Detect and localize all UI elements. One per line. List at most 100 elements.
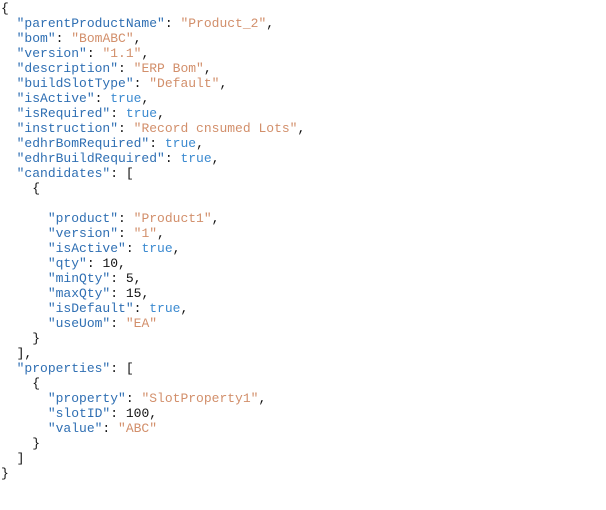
json-punctuation: , [203, 61, 212, 76]
code-line: "value": "ABC" [1, 421, 305, 436]
json-punctuation: , [133, 271, 142, 286]
code-line: "isRequired": true, [1, 106, 305, 121]
json-number-value: 5 [125, 271, 134, 286]
code-line: "properties": [ [1, 361, 305, 376]
json-punctuation: , [149, 406, 158, 421]
json-key: "properties" [16, 361, 111, 376]
json-punctuation: : [110, 286, 126, 301]
json-punctuation: , [297, 121, 306, 136]
json-key: "isRequired" [16, 106, 111, 121]
json-string-value: "Product1" [133, 211, 212, 226]
json-key: "instruction" [16, 121, 119, 136]
json-punctuation: , [118, 256, 126, 271]
json-punctuation: { [1, 1, 9, 16]
json-punctuation: : [86, 256, 103, 271]
code-line: { [1, 181, 305, 196]
json-key: "edhrBuildRequired" [16, 151, 165, 166]
code-line: } [1, 436, 305, 451]
json-punctuation: ] [16, 451, 25, 466]
json-punctuation: , [258, 391, 267, 406]
json-key: "description" [16, 61, 119, 76]
json-string-value: "BomABC" [71, 31, 134, 46]
json-punctuation: { [32, 376, 41, 391]
json-punctuation: : [110, 406, 126, 421]
json-punctuation: , [211, 211, 220, 226]
json-punctuation: , [180, 301, 189, 316]
json-punctuation: , [219, 76, 228, 91]
json-punctuation: , [196, 136, 204, 151]
json-punctuation: , [141, 46, 150, 61]
json-key: "property" [47, 391, 126, 406]
json-key: "version" [16, 46, 87, 61]
json-code-view: { "parentProductName": "Product_2", "bom… [1, 1, 305, 481]
json-key: "isActive" [47, 241, 126, 256]
json-punctuation: } [32, 436, 41, 451]
json-string-value: "ABC" [118, 421, 158, 436]
code-line: "minQty": 5, [1, 271, 305, 286]
code-line: "qty": 10, [1, 256, 305, 271]
code-line: "isDefault": true, [1, 301, 305, 316]
code-line: ], [1, 346, 305, 361]
json-punctuation: , [172, 241, 181, 256]
code-line [1, 196, 305, 211]
json-punctuation: : [118, 61, 134, 76]
json-string-value: "1.1" [102, 46, 142, 61]
json-punctuation: , [157, 106, 165, 121]
json-punctuation: : [110, 106, 126, 121]
code-line: "version": "1.1", [1, 46, 305, 61]
json-punctuation: , [141, 91, 150, 106]
json-punctuation: : [118, 121, 134, 136]
json-punctuation: , [141, 286, 150, 301]
code-line: "isActive": true, [1, 241, 305, 256]
json-punctuation: : [125, 391, 142, 406]
json-key: "isActive" [16, 91, 95, 106]
json-boolean-value: true [164, 136, 197, 151]
code-line: } [1, 331, 305, 346]
json-boolean-value: true [149, 301, 181, 316]
json-key: "value" [47, 421, 103, 436]
code-line: "edhrBuildRequired": true, [1, 151, 305, 166]
json-punctuation: , [266, 16, 275, 31]
json-punctuation: : [ [110, 361, 134, 376]
json-punctuation: : [149, 136, 165, 151]
code-line: { [1, 1, 305, 16]
json-string-value: "Product_2" [180, 16, 267, 31]
json-punctuation: : [86, 46, 103, 61]
json-punctuation: : [118, 226, 134, 241]
json-string-value: "1" [133, 226, 158, 241]
code-line: "isActive": true, [1, 91, 305, 106]
code-line: "instruction": "Record cnsumed Lots", [1, 121, 306, 136]
code-line: "buildSlotType": "Default", [1, 76, 305, 91]
json-key: "useUom" [47, 316, 111, 331]
json-punctuation: , [133, 31, 142, 46]
json-punctuation: { [32, 181, 41, 196]
json-punctuation: , [157, 226, 165, 241]
json-boolean-value: true [110, 91, 142, 106]
json-punctuation: : [133, 301, 150, 316]
code-line: { [1, 376, 305, 391]
code-line: "product": "Product1", [1, 211, 305, 226]
code-line: } [1, 466, 305, 481]
code-line: "edhrBomRequired": true, [1, 136, 305, 151]
json-punctuation: } [1, 466, 9, 481]
json-string-value: "ERP Bom" [133, 61, 204, 76]
json-key: "version" [47, 226, 119, 241]
json-string-value: "SlotProperty1" [141, 391, 259, 406]
code-line: "candidates": [ [1, 166, 305, 181]
code-line: "maxQty": 15, [1, 286, 305, 301]
code-line: "parentProductName": "Product_2", [1, 16, 305, 31]
code-line: "description": "ERP Bom", [1, 61, 305, 76]
json-key: "parentProductName" [16, 16, 165, 31]
json-punctuation: : [110, 316, 126, 331]
json-punctuation: : [ [110, 166, 134, 181]
json-boolean-value: true [141, 241, 173, 256]
json-punctuation: : [118, 211, 134, 226]
json-punctuation: : [164, 16, 181, 31]
json-key: "bom" [16, 31, 56, 46]
json-punctuation: : [133, 76, 150, 91]
json-key: "candidates" [16, 166, 111, 181]
json-punctuation: : [164, 151, 181, 166]
json-number-value: 10 [102, 256, 119, 271]
json-string-value: "EA" [125, 316, 158, 331]
json-key: "product" [47, 211, 119, 226]
